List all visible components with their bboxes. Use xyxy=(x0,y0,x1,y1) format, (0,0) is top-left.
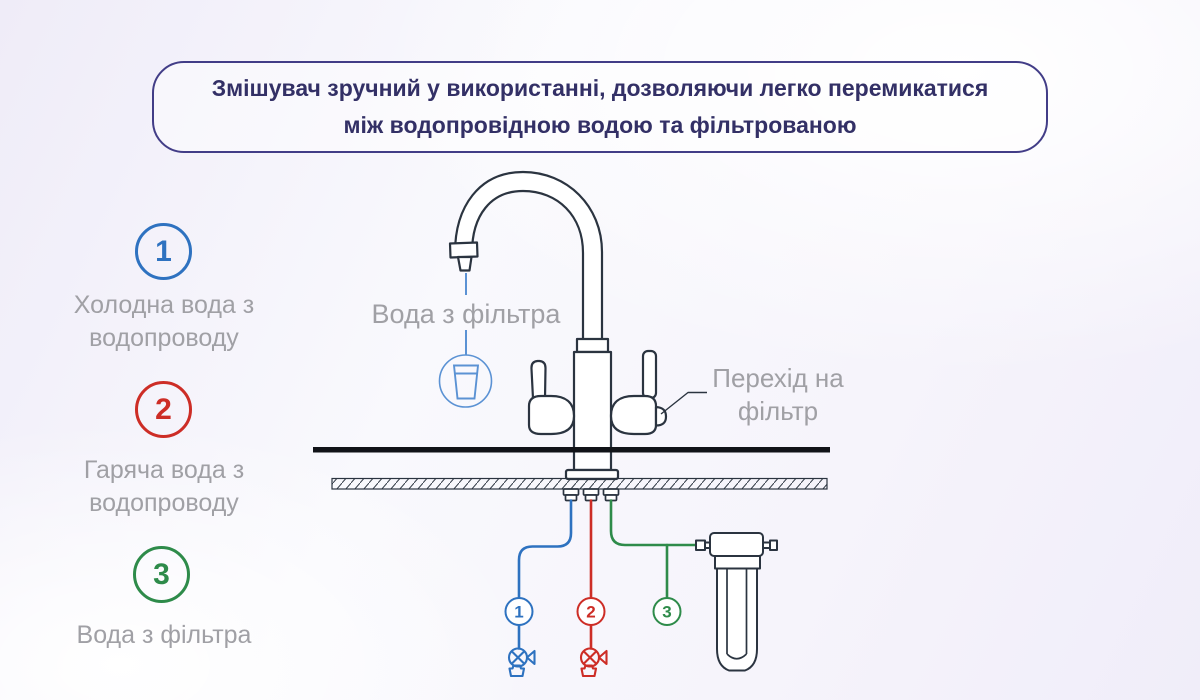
faucet-right-valve-body xyxy=(609,394,658,436)
banner-text-line-2: між водопровідною водою та фільтрованою xyxy=(343,112,857,138)
tube-marker-2-number: 2 xyxy=(586,603,595,622)
filter-housing xyxy=(695,532,778,672)
tube-marker-1-circle xyxy=(504,597,534,626)
title-banner: Змішувач зручний у використанні, дозволя… xyxy=(152,61,1048,153)
countertop-hatch xyxy=(331,477,828,490)
faucet-mount-flange xyxy=(564,468,620,481)
faucet-neck-collar xyxy=(575,337,610,354)
filter-adapter-label: Перехід на фільтр xyxy=(712,363,844,426)
supply-connectors xyxy=(562,488,620,502)
faucet-right-handle xyxy=(641,349,658,400)
cold-valve-icon xyxy=(507,647,536,678)
legend-number-circle-1: 1 xyxy=(135,223,192,280)
legend-label-filtered-water: Вода з фільтра xyxy=(76,621,252,649)
filter-body-seams xyxy=(726,568,748,660)
legend-number-2: 2 xyxy=(155,392,172,426)
filtered-water-label: Вода з фільтра xyxy=(371,299,561,329)
legend-number-circle-3: 3 xyxy=(133,546,190,603)
legend-number-circle-2: 2 xyxy=(135,381,192,438)
filtered-tube xyxy=(609,499,698,599)
legend-number-3: 3 xyxy=(153,557,170,591)
legend-number-1: 1 xyxy=(155,234,172,268)
filter-inlet-port xyxy=(695,539,706,551)
hot-valve-icon xyxy=(579,647,608,678)
faucet-left-valve-body xyxy=(527,394,576,436)
filter-neck xyxy=(714,555,761,570)
counter-edge-line xyxy=(313,447,830,453)
spout-nozzle xyxy=(456,255,473,272)
filtered-stream-and-glass xyxy=(438,273,493,408)
faucet-left-handle xyxy=(530,359,547,400)
legend-label-cold-water: Холодна вода з водопроводу xyxy=(73,291,255,352)
filter-outlet-port xyxy=(769,539,778,551)
legend-label-hot-water: Гаряча вода з водопроводу xyxy=(83,456,245,517)
banner-text-line-1: Змішувач зручний у використанні, дозволя… xyxy=(211,75,989,101)
filter-body xyxy=(716,567,758,672)
adapter-pointer-line xyxy=(660,391,707,415)
spout-tip-collar xyxy=(448,241,479,259)
filter-head xyxy=(709,532,764,557)
filter-adapter-knob xyxy=(654,405,668,427)
tube-marker-2-circle xyxy=(576,597,606,626)
water-glass-icon-ring xyxy=(438,354,493,408)
cold-tube xyxy=(517,499,573,650)
tube-marker-3-circle xyxy=(652,597,682,626)
water-glass-icon xyxy=(452,364,480,400)
tube-marker-1-number: 1 xyxy=(514,603,523,622)
tube-marker-3-number: 3 xyxy=(662,603,671,622)
